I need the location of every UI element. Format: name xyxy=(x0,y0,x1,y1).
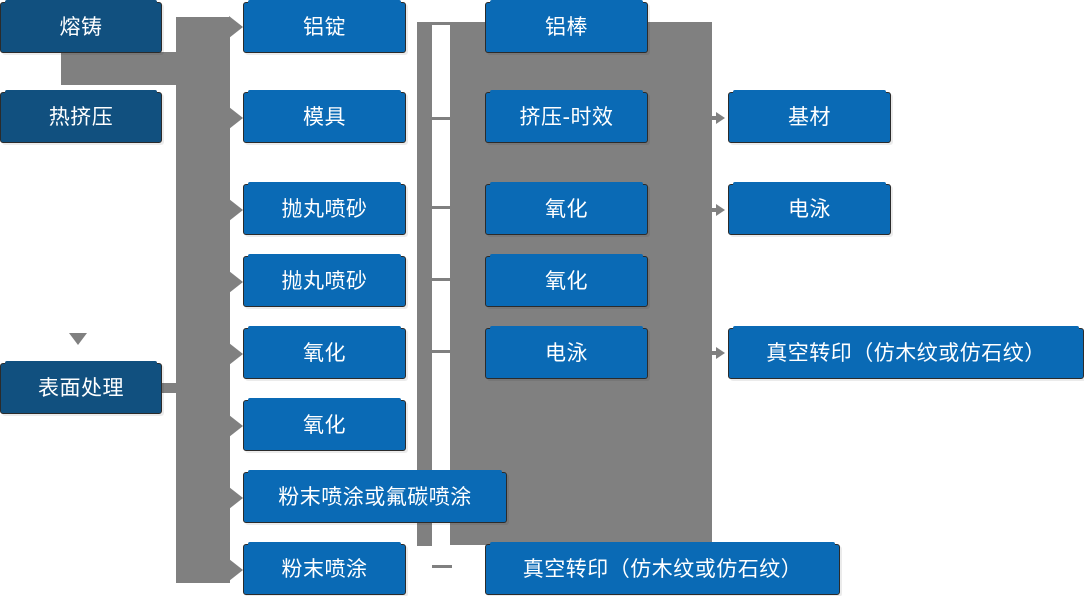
box-highlight xyxy=(490,326,643,330)
process-box-aluminum-ingot[interactable]: 铝锭 xyxy=(243,0,406,53)
connector-tick-mold xyxy=(432,117,452,120)
arrow-oxidation3-to-electrophoresis-icon xyxy=(700,204,725,216)
process-box-powder-coating-label: 粉末喷涂 xyxy=(281,557,368,581)
box-highlight xyxy=(248,326,401,330)
box-highlight xyxy=(248,470,502,474)
arrow-band1-to-coating1-icon xyxy=(229,487,243,509)
operation-box-extrusion-aging-label: 挤压-时效 xyxy=(519,105,614,129)
connector-tick-shotblast2 xyxy=(432,278,452,281)
box-highlight xyxy=(248,542,401,546)
product-box-vacuum-transfer-printing-label: 真空转印（仿木纹或仿石纹） xyxy=(766,341,1046,365)
box-highlight xyxy=(248,398,401,402)
box-highlight xyxy=(733,182,886,186)
operation-box-electrophoresis-1[interactable]: 电泳 xyxy=(485,326,648,379)
arrow-band1-to-ingot-icon xyxy=(229,16,243,38)
product-box-electrophoresis-2-label: 电泳 xyxy=(788,197,831,221)
operation-box-electrophoresis-1-label: 电泳 xyxy=(545,341,588,365)
process-box-powder-or-fluorocarbon-coating[interactable]: 粉末喷涂或氟碳喷涂 xyxy=(243,470,507,523)
process-box-mold[interactable]: 模具 xyxy=(243,90,406,143)
connector-tick-bottom xyxy=(432,565,452,568)
arrow-band1-to-shotblast2-icon xyxy=(229,271,243,293)
process-box-shot-blasting-2-label: 抛丸喷砂 xyxy=(281,269,368,293)
stage-box-melt-casting-label: 熔铸 xyxy=(59,15,103,39)
box-highlight xyxy=(490,182,643,186)
arrow-electrophoresis-to-vacuum-printing-icon xyxy=(700,347,725,359)
operation-box-aluminum-bar[interactable]: 铝棒 xyxy=(485,0,648,53)
arrow-band1-to-shotblast1-icon xyxy=(229,199,243,221)
process-box-oxidation-2[interactable]: 氧化 xyxy=(243,398,406,451)
arrow-band1-to-oxidation1-icon xyxy=(229,343,243,365)
arrow-extrusion-aging-to-base-material-icon xyxy=(700,112,725,124)
box-highlight xyxy=(733,90,886,94)
process-box-shot-blasting-1-label: 抛丸喷砂 xyxy=(281,197,368,221)
operation-box-oxidation-3[interactable]: 氧化 xyxy=(485,182,648,235)
process-box-shot-blasting-1[interactable]: 抛丸喷砂 xyxy=(243,182,406,235)
product-box-base-material[interactable]: 基材 xyxy=(728,90,891,143)
connector-tick-oxidation1 xyxy=(432,350,452,353)
connector-tick-shotblast1 xyxy=(432,206,452,209)
box-highlight xyxy=(5,0,157,4)
process-box-oxidation-2-label: 氧化 xyxy=(303,413,346,437)
connector-tick-ingot xyxy=(432,22,452,25)
operation-box-oxidation-4-label: 氧化 xyxy=(545,269,588,293)
arrow-band1-to-mold-icon xyxy=(229,107,243,129)
process-box-powder-coating[interactable]: 粉末喷涂 xyxy=(243,542,406,595)
process-box-oxidation-1-label: 氧化 xyxy=(303,341,346,365)
box-highlight xyxy=(5,361,157,365)
box-highlight xyxy=(490,254,643,258)
connector-band-1-vertical-spine xyxy=(176,17,230,583)
connector-band-2-narrow-spine xyxy=(417,22,432,546)
stage-box-hot-extrusion-label: 热挤压 xyxy=(48,105,114,129)
box-highlight xyxy=(490,90,643,94)
product-box-base-material-label: 基材 xyxy=(788,105,831,129)
box-highlight xyxy=(490,0,643,4)
arrow-melt-to-extrusion-icon xyxy=(69,72,87,84)
arrow-band1-to-oxidation2-icon xyxy=(229,415,243,437)
process-box-shot-blasting-2[interactable]: 抛丸喷砂 xyxy=(243,254,406,307)
box-highlight xyxy=(248,182,401,186)
connector-band-1-surface-stub xyxy=(160,383,184,393)
operation-box-aluminum-bar-label: 铝棒 xyxy=(545,15,588,39)
box-highlight xyxy=(248,0,401,4)
process-box-oxidation-1[interactable]: 氧化 xyxy=(243,326,406,379)
box-highlight xyxy=(5,90,157,94)
operation-box-oxidation-3-label: 氧化 xyxy=(545,197,588,221)
box-highlight xyxy=(733,326,1079,330)
stage-box-hot-extrusion[interactable]: 热挤压 xyxy=(0,90,162,143)
operation-box-vacuum-transfer-printing-bottom[interactable]: 真空转印（仿木纹或仿石纹） xyxy=(485,542,840,595)
box-highlight xyxy=(248,254,401,258)
operation-box-oxidation-4[interactable]: 氧化 xyxy=(485,254,648,307)
box-highlight xyxy=(490,542,835,546)
arrow-band1-to-coating2-icon xyxy=(229,559,243,581)
operation-box-extrusion-aging[interactable]: 挤压-时效 xyxy=(485,90,648,143)
box-highlight xyxy=(248,90,401,94)
process-box-mold-label: 模具 xyxy=(303,105,346,129)
product-box-vacuum-transfer-printing[interactable]: 真空转印（仿木纹或仿石纹） xyxy=(728,326,1084,379)
stage-box-surface-treatment[interactable]: 表面处理 xyxy=(0,361,162,414)
process-box-powder-or-fluorocarbon-coating-label: 粉末喷涂或氟碳喷涂 xyxy=(278,485,472,509)
operation-box-vacuum-transfer-printing-bottom-label: 真空转印（仿木纹或仿石纹） xyxy=(522,557,803,581)
stage-box-melt-casting[interactable]: 熔铸 xyxy=(0,0,162,53)
product-box-electrophoresis-2[interactable]: 电泳 xyxy=(728,182,891,235)
stage-box-surface-treatment-label: 表面处理 xyxy=(38,376,124,400)
process-box-aluminum-ingot-label: 铝锭 xyxy=(303,15,346,39)
arrow-extrusion-to-surface-icon xyxy=(69,333,87,345)
